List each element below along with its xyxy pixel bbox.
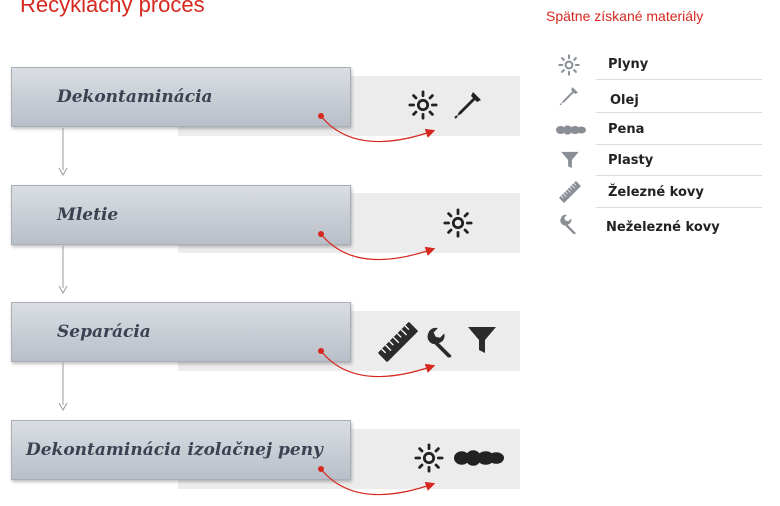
process-arrow	[318, 466, 436, 496]
legend-title: Spätne získané materiály	[546, 8, 704, 24]
gas-icon	[443, 208, 473, 238]
ruler-icon	[558, 180, 582, 204]
step-box-2: Mletie	[11, 185, 351, 245]
legend-item-oil: Olej	[550, 83, 762, 113]
flow-arrow-down	[58, 246, 68, 294]
step-label: Dekontaminácia izolačnej peny	[26, 440, 323, 460]
diagram-title: Recyklačný proces	[20, 0, 205, 17]
flow-arrow-down	[58, 128, 68, 176]
legend-item-ferrous: Železné kovy	[550, 178, 762, 208]
legend-divider	[596, 79, 762, 80]
legend-label: Železné kovy	[608, 185, 704, 200]
oil-dropper-icon	[452, 89, 484, 121]
step-box-3: Separácia	[11, 302, 351, 362]
legend-item-gases: Plyny	[550, 50, 762, 80]
legend-divider	[596, 144, 762, 145]
step-label: Separácia	[57, 322, 151, 342]
process-arrow	[318, 231, 436, 261]
legend-item-nonferrous: Neželezné kovy	[550, 210, 762, 240]
funnel-icon	[560, 150, 580, 170]
funnel-icon	[466, 324, 498, 356]
foam-icon	[556, 124, 586, 136]
legend-label: Neželezné kovy	[606, 220, 720, 235]
legend-label: Plasty	[608, 153, 654, 168]
step-label: Mletie	[57, 205, 119, 225]
process-arrow	[318, 348, 436, 378]
gas-icon	[558, 54, 580, 76]
legend-item-plastics: Plasty	[550, 146, 762, 176]
legend-item-foam: Pena	[550, 115, 762, 145]
foam-icon	[454, 448, 504, 468]
step-box-4: Dekontaminácia izolačnej peny	[11, 420, 351, 480]
step-label: Dekontaminácia	[57, 87, 213, 107]
flow-arrow-down	[58, 363, 68, 411]
legend-label: Pena	[608, 122, 645, 137]
legend-label: Olej	[610, 93, 639, 108]
legend-label: Plyny	[608, 57, 649, 72]
step-box-1: Dekontaminácia	[11, 67, 351, 127]
legend-divider	[596, 175, 762, 176]
wrench-icon	[558, 213, 580, 235]
legend-divider	[596, 207, 762, 208]
legend-divider	[596, 112, 762, 113]
process-arrow	[318, 113, 436, 143]
oil-dropper-icon	[558, 85, 580, 107]
